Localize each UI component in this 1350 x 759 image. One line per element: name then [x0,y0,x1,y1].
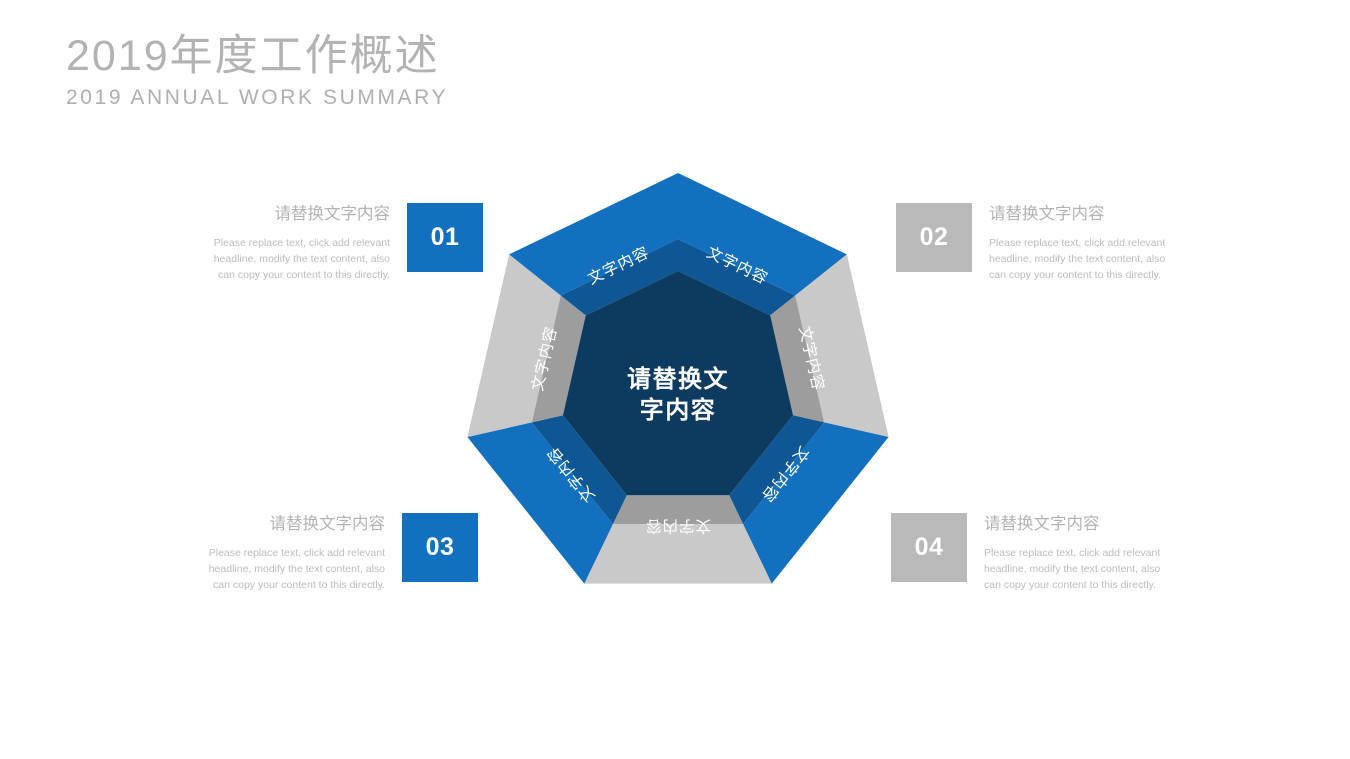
info-text-group-01: 请替换文字内容 Please replace text, click add r… [198,203,390,284]
info-block-04[interactable]: 04 请替换文字内容 Please replace text, click ad… [891,513,1176,594]
info-text-group-02: 请替换文字内容 Please replace text, click add r… [989,203,1181,284]
center-polygon[interactable] [562,271,794,496]
info-badge-01[interactable]: 01 [407,203,483,272]
segment-top-7[interactable] [509,173,678,296]
segment-top-2[interactable] [795,254,889,438]
info-heading-04: 请替换文字内容 [984,515,1100,533]
info-text-group-04: 请替换文字内容 Please replace text, click add r… [984,513,1176,594]
info-heading-03: 请替换文字内容 [269,515,386,533]
info-body-03: Please replace text, click add relevant … [208,546,385,591]
segment-top-4[interactable] [584,524,772,584]
info-heading-01: 请替换文字内容 [274,205,391,223]
info-text-group-03: 请替换文字内容 Please replace text, click add r… [193,513,385,594]
segment-label-4: 文字内容 [645,517,711,535]
info-body-01: Please replace text, click add relevant … [213,236,390,281]
info-block-01[interactable]: 请替换文字内容 Please replace text, click add r… [198,203,483,284]
center-label-line-2: 字内容 [640,396,717,424]
info-badge-03[interactable]: 03 [402,513,478,582]
segment-top-1[interactable] [678,173,847,296]
page-subtitle: 2019 ANNUAL WORK SUMMARY [66,86,449,110]
segment-wall-3[interactable] [729,415,825,525]
segment-wall-4[interactable] [612,495,744,525]
segment-wall-6[interactable] [531,295,586,423]
segment-wall-1[interactable] [678,239,796,316]
page-title: 2019年度工作概述 [66,32,440,80]
segment-wall-7[interactable] [560,239,678,316]
segment-top-3[interactable] [743,422,889,584]
segment-top-5[interactable] [467,422,613,584]
info-badge-02[interactable]: 02 [896,203,972,272]
center-label: 请替换文字内容 [627,365,729,424]
info-body-02: Please replace text, click add relevant … [989,236,1166,281]
info-body-04: Please replace text, click add relevant … [984,546,1161,591]
info-block-02[interactable]: 02 请替换文字内容 Please replace text, click ad… [896,203,1181,284]
segment-top-6[interactable] [467,254,561,438]
center-label-line-1: 请替换文 [627,365,729,393]
segment-bevel-walls [531,239,825,525]
segment-wall-5[interactable] [531,415,627,525]
info-block-03[interactable]: 请替换文字内容 Please replace text, click add r… [193,513,478,594]
segment-top-faces [467,173,889,584]
segment-wall-2[interactable] [770,295,825,423]
page-header: 2019年度工作概述 2019 ANNUAL WORK SUMMARY [66,32,449,110]
heptagon-diagram: 文字内容文字内容文字内容文字内容文字内容文字内容文字内容请替换文字内容 [440,160,910,620]
info-badge-04[interactable]: 04 [891,513,967,582]
info-heading-02: 请替换文字内容 [989,205,1105,223]
